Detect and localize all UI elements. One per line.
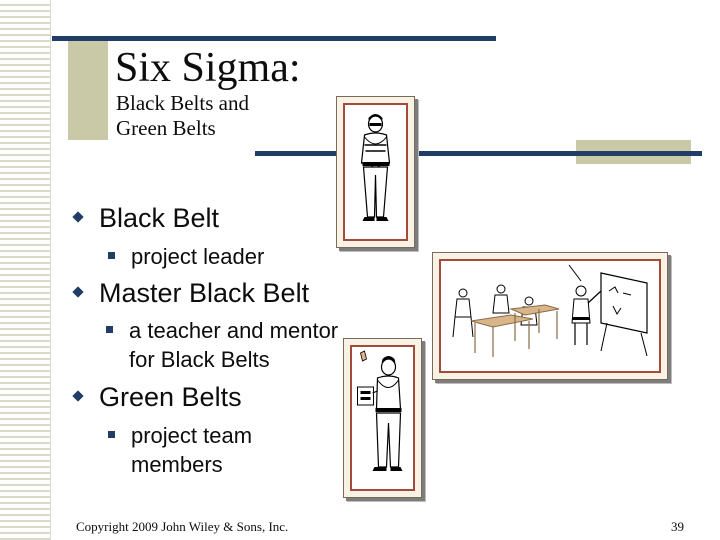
sub-bullet-teacher-mentor: a teacher and mentor for Black Belts [106, 316, 339, 374]
top-rule [52, 36, 496, 41]
sub-bullet-text-line-2: members [131, 452, 223, 477]
diamond-bullet-icon [72, 211, 84, 223]
square-bullet-icon [108, 252, 115, 259]
page-number: 39 [671, 519, 684, 534]
bullet-label: Black Belt [99, 203, 220, 233]
diamond-bullet-icon [72, 390, 84, 402]
green-belt-figure-icon [357, 350, 403, 471]
slide-title: Six Sigma: [115, 45, 301, 91]
sub-bullet-text: project leader [131, 244, 265, 269]
bullet-label: Master Black Belt [99, 278, 310, 308]
sub-bullet-text-line-2: for Black Belts [129, 347, 270, 372]
sub-bullet-text-line-1: project team [131, 423, 253, 448]
bullet-black-belt: Black Belt [72, 203, 220, 234]
subtitle-line-1: Black Belts and [116, 91, 249, 115]
black-belt-figure-icon [360, 114, 391, 221]
master-black-belt-clipart [432, 252, 668, 380]
diamond-bullet-icon [72, 286, 84, 298]
bullet-label: Green Belts [99, 382, 242, 412]
bullet-green-belts: Green Belts [72, 382, 242, 413]
left-stripe-decoration [0, 0, 51, 540]
bullet-master-black-belt: Master Black Belt [72, 278, 310, 309]
sub-bullet-text-line-1: a teacher and mentor [129, 318, 339, 343]
square-bullet-icon [106, 326, 113, 333]
subtitle-line-2: Green Belts [116, 116, 216, 140]
classroom-teacher-icon [452, 264, 648, 357]
clipart-frame [343, 103, 408, 241]
slide-subtitle: Black Belts and Green Belts [116, 91, 249, 141]
clipart-frame [439, 259, 661, 373]
clipart-frame [350, 345, 415, 491]
copyright-footer: Copyright 2009 John Wiley & Sons, Inc. [76, 519, 289, 534]
mid-rule [255, 151, 702, 156]
sub-bullet-project-leader: project leader [108, 242, 265, 271]
black-belt-clipart [336, 96, 415, 248]
title-accent-block [68, 40, 108, 140]
sub-bullet-project-team: project team members [108, 421, 253, 479]
square-bullet-icon [108, 431, 115, 438]
green-belt-clipart [343, 338, 422, 498]
